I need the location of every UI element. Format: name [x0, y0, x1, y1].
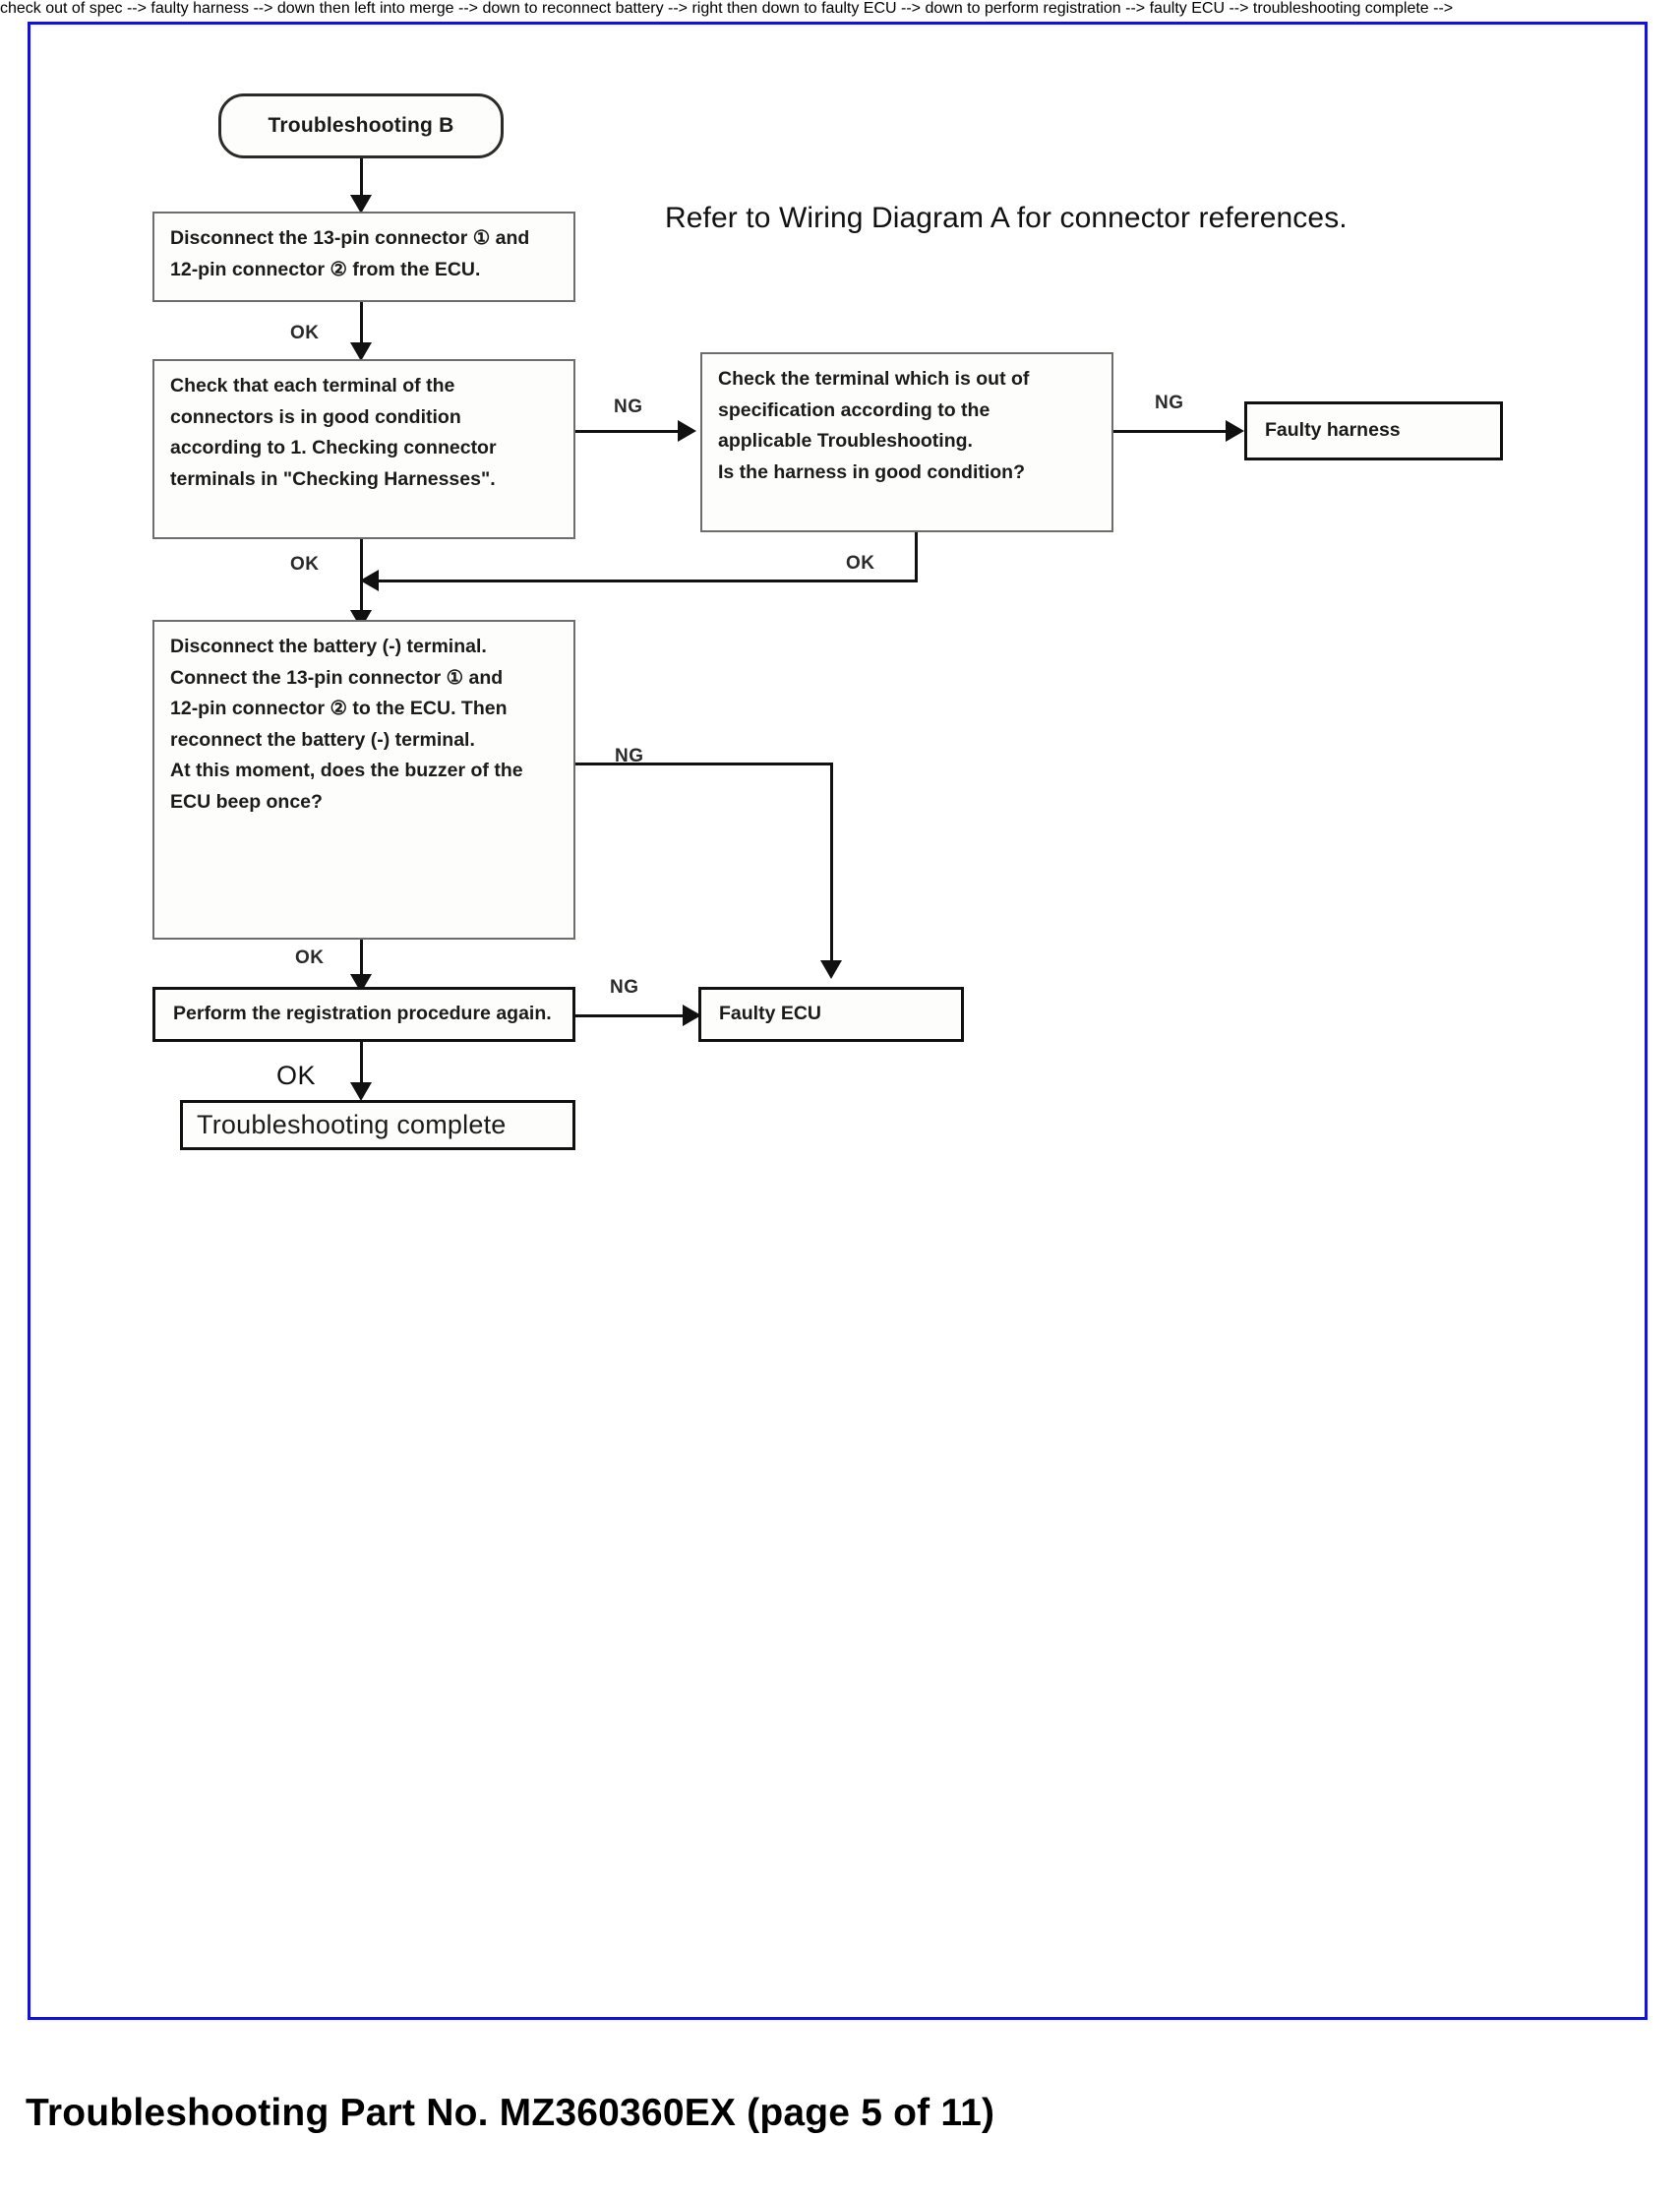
node-perform-registration: Perform the registration procedure again… [152, 987, 575, 1042]
edge-outofspec-ok-left [374, 580, 918, 582]
edge-label-ok-out-of-spec: OK [846, 553, 875, 574]
node-troubleshooting-complete: Troubleshooting complete [180, 1100, 575, 1150]
arrowhead-buzzer-ng-to-faulty-ecu [820, 960, 842, 979]
edge-buzzer-ng-down [830, 763, 833, 966]
edge-outofspec-ok-down [915, 532, 918, 582]
page-border-frame [28, 22, 1648, 2020]
node-check-terminals-label: Check that each terminal of the connecto… [170, 375, 497, 490]
edge-label-ok-check-terminals: OK [290, 554, 320, 575]
node-faulty-ecu-label: Faulty ECU [719, 1003, 822, 1025]
edge-outofspec-to-faulty-harness [1113, 430, 1231, 433]
edge-disconnect-to-check [360, 302, 363, 348]
arrowhead-registration-to-faulty-ecu [683, 1005, 701, 1026]
edge-check-ok-down [360, 539, 363, 617]
node-reconnect-battery-buzzer-label: Disconnect the battery (-) terminal. Con… [170, 636, 523, 813]
node-faulty-ecu: Faulty ECU [698, 987, 964, 1042]
edge-label-ok-registration: OK [276, 1061, 317, 1090]
edge-label-ng-registration: NG [610, 977, 639, 998]
edge-label-ng-out-of-spec: NG [1155, 393, 1184, 413]
edge-check-to-outofspec [575, 430, 684, 433]
node-check-terminals: Check that each terminal of the connecto… [152, 359, 575, 539]
arrowhead-outofspec-ok-merge [360, 570, 379, 591]
node-disconnect-connectors-label: Disconnect the 13-pin connector ① and 12… [170, 227, 530, 280]
arrowhead-start-to-disconnect [350, 195, 372, 214]
node-check-out-of-spec-label: Check the terminal which is out of speci… [718, 368, 1030, 483]
edge-label-ok-buzzer: OK [295, 947, 325, 968]
edge-registration-ok-down [360, 1042, 363, 1091]
node-perform-registration-label: Perform the registration procedure again… [173, 1003, 552, 1025]
footer-caption: Troubleshooting Part No. MZ360360EX (pag… [26, 2092, 995, 2134]
wiring-diagram-note: Refer to Wiring Diagram A for connector … [665, 202, 1348, 234]
edge-buzzer-ng-right [575, 763, 833, 765]
edge-label-ng-check-terminals: NG [614, 397, 643, 417]
node-start-troubleshooting-b: Troubleshooting B [218, 93, 504, 158]
edge-buzzer-ok-down [360, 940, 363, 982]
edge-registration-to-faulty-ecu [575, 1014, 689, 1017]
arrowhead-disconnect-to-check [350, 342, 372, 361]
node-reconnect-battery-buzzer: Disconnect the battery (-) terminal. Con… [152, 620, 575, 940]
node-faulty-harness: Faulty harness [1244, 401, 1503, 460]
node-disconnect-connectors: Disconnect the 13-pin connector ① and 12… [152, 212, 575, 302]
edge-label-ng-buzzer: NG [615, 746, 644, 766]
node-troubleshooting-complete-label: Troubleshooting complete [197, 1109, 507, 1139]
node-start-label: Troubleshooting B [268, 113, 454, 137]
arrowhead-registration-ok-to-complete [350, 1082, 372, 1101]
edge-label-ok-after-disconnect: OK [290, 323, 320, 343]
arrowhead-check-to-outofspec [678, 420, 696, 442]
node-check-out-of-spec: Check the terminal which is out of speci… [700, 352, 1113, 532]
edge-start-to-disconnect [360, 158, 363, 201]
arrowhead-outofspec-to-faulty-harness [1226, 420, 1244, 442]
node-faulty-harness-label: Faulty harness [1265, 419, 1401, 442]
